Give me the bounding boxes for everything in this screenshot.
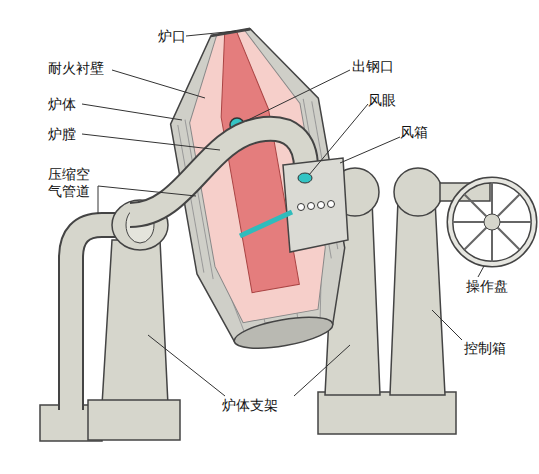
part-label: 炉体支架 <box>222 397 278 414</box>
part-label: 出钢口 <box>352 58 394 75</box>
part-label: 耐火衬壁 <box>48 60 104 77</box>
part-label: 控制箱 <box>464 340 506 357</box>
part-label: 炉膛 <box>48 126 76 143</box>
part-label: 风箱 <box>400 124 428 141</box>
part-label: 操作盘 <box>466 278 508 295</box>
part-label: 压缩空 气管道 <box>48 166 93 200</box>
part-label: 炉口 <box>158 28 186 45</box>
part-label: 炉体 <box>48 96 76 113</box>
part-label: 风眼 <box>368 92 396 109</box>
